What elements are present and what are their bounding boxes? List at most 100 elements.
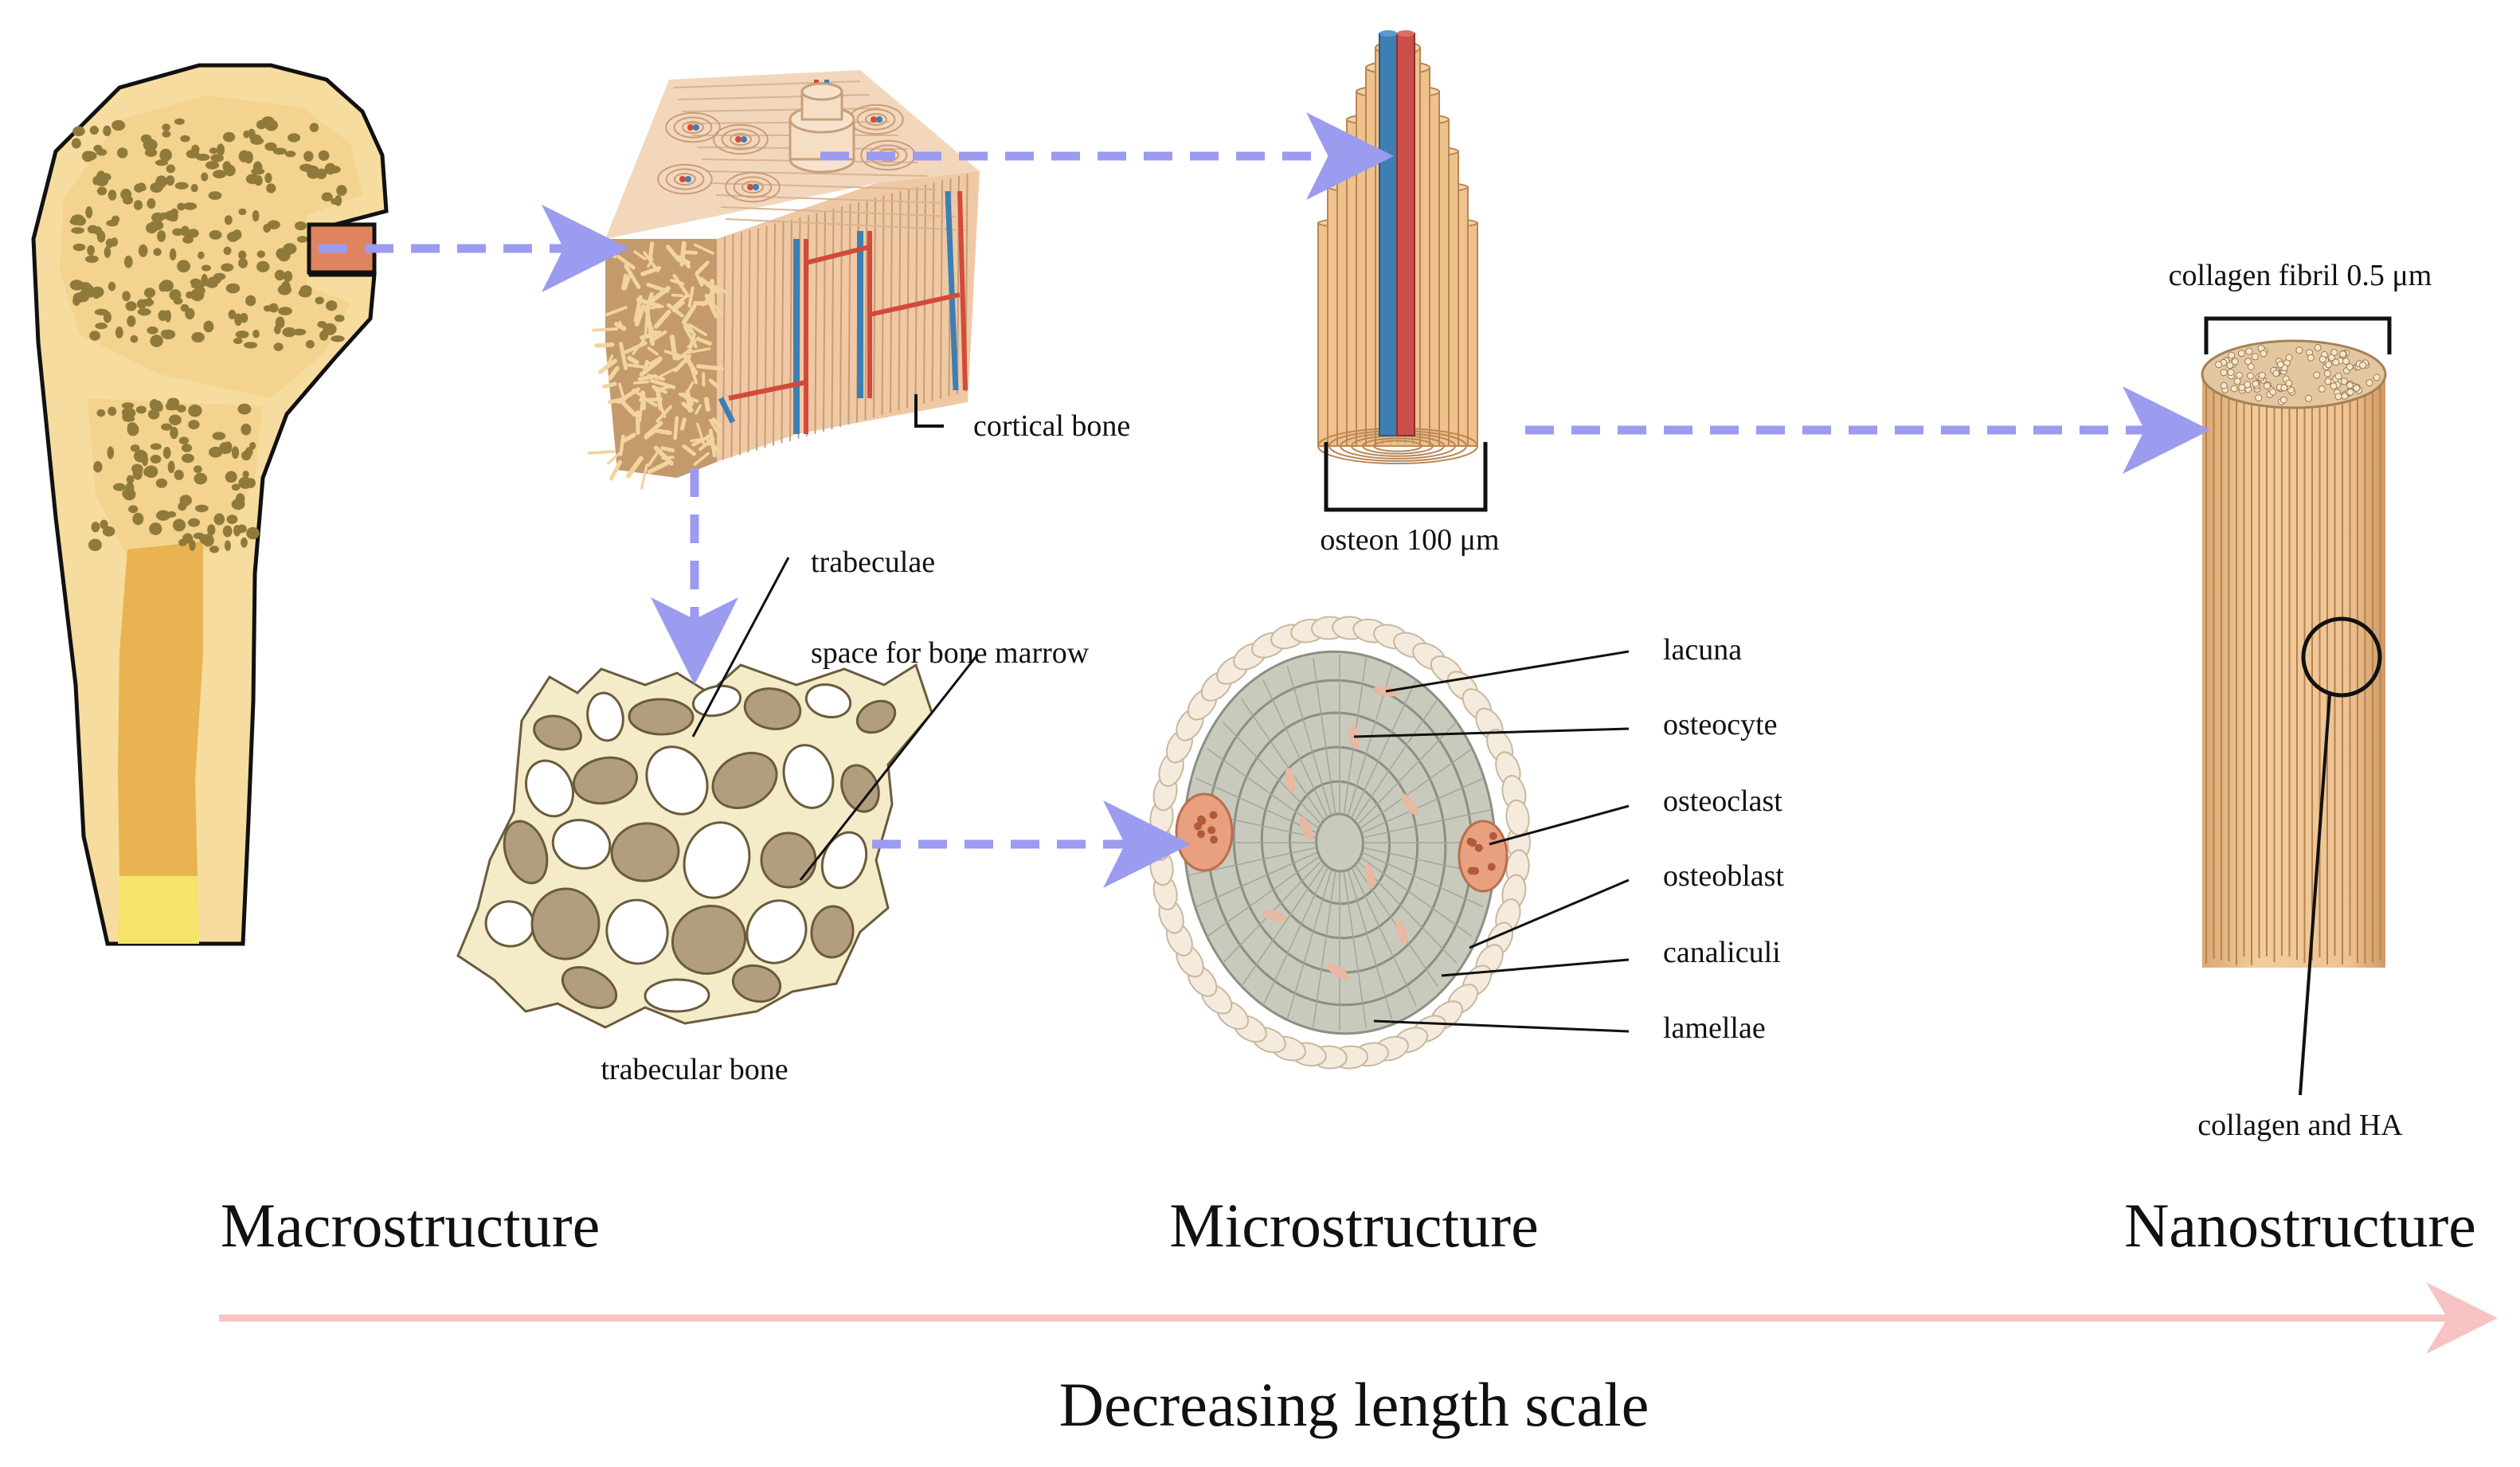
fibril-strand-end (2373, 374, 2381, 381)
cortical-lamella-line (890, 193, 893, 413)
osteon-haversian-vessels (1379, 30, 1415, 436)
femur-pore (331, 335, 345, 342)
femur-pore (209, 446, 223, 458)
trabecular-hole (605, 898, 669, 965)
femur-pore (115, 327, 123, 338)
trabecular-hole (743, 687, 802, 730)
trabecular-hole (533, 714, 582, 751)
cortical-lamella-line (839, 206, 843, 428)
canaliculi-label: canaliculi (1663, 936, 1781, 969)
lacuna-cell (1262, 910, 1287, 922)
mesh-strut (612, 241, 618, 259)
osteoblast-label: osteoblast (1663, 859, 1784, 893)
mesh-strut (646, 283, 670, 293)
mesh-strut (592, 327, 619, 332)
cortical-bone-block: cortical bone (587, 70, 1130, 490)
mesh-strut (693, 452, 710, 466)
trabecular-hole (683, 821, 751, 899)
fibril-strand-end (2346, 363, 2354, 371)
fibril-strand-end (2339, 350, 2347, 358)
femur-pore (244, 151, 253, 164)
femur-pore (296, 236, 308, 243)
trabecular-hole (644, 978, 710, 1013)
mesh-strut (693, 243, 714, 255)
femur-pore (209, 546, 219, 554)
cortical-vessels (718, 80, 968, 434)
mesh-strut (679, 241, 687, 267)
femur-pore (252, 209, 260, 222)
femur-pore (150, 443, 162, 450)
femur-pore (130, 334, 139, 343)
fibril-strand-end (2279, 396, 2287, 404)
marrow-space-leader (799, 656, 977, 881)
fibril-strand-end (2334, 393, 2342, 401)
femur-pore (155, 478, 168, 488)
femur-pore (254, 175, 263, 186)
femur-pore (103, 125, 112, 137)
lamella-radial (1207, 748, 1320, 829)
cortical-lamella-line (773, 223, 776, 446)
mesh-strut (653, 309, 671, 329)
osteon-ring (682, 121, 704, 134)
osteoclast-nuclei (1194, 811, 1497, 875)
femur-pore (112, 119, 126, 131)
cortical-top-line (706, 170, 928, 177)
osteon-vessel-dot (693, 124, 699, 131)
cortical-top-line (725, 218, 966, 231)
femur-pore (201, 273, 208, 287)
lacuna-cell (1364, 863, 1375, 889)
femur-pore (188, 420, 200, 430)
fibril-strand-end (2233, 378, 2241, 385)
mesh-strut (688, 323, 707, 337)
lacuna-cell (1327, 963, 1349, 980)
femur-pore (169, 289, 182, 301)
femur-pore (303, 151, 314, 162)
femur-pore (89, 125, 99, 135)
femur-pore (182, 202, 198, 210)
osteon-ring (713, 123, 769, 155)
femur-pore (186, 291, 194, 299)
femur-pore (178, 502, 187, 511)
cortical-bone-leader (914, 394, 944, 428)
femur-pore (213, 513, 225, 526)
mesh-strut (672, 301, 685, 312)
femur-pore (203, 320, 214, 333)
femur-pore (336, 185, 347, 196)
femur-pore (89, 331, 101, 341)
femur-pore (209, 230, 222, 240)
femur-pore (187, 229, 199, 238)
femur-pore (326, 300, 338, 311)
cortical-top-line (687, 121, 890, 124)
femur-pore (213, 170, 226, 179)
lamella-ring (1315, 812, 1364, 873)
osteoclast-nucleus (1210, 835, 1219, 844)
mesh-strut (673, 416, 679, 440)
mesh-strut (645, 307, 652, 327)
osteon-ring (730, 133, 752, 146)
mesh-strut (660, 446, 675, 452)
lamella-radial (1262, 867, 1328, 1006)
femur-pore (108, 406, 117, 417)
osteoclast-nucleus (1197, 830, 1205, 839)
femur-pore (323, 323, 337, 335)
femur-pore (174, 118, 185, 125)
fibril-strand-end (2272, 370, 2280, 378)
fibril-strand-end (2295, 346, 2303, 354)
mesh-strut (687, 286, 695, 308)
femur-pore (144, 148, 158, 157)
osteocyte-label: osteocyte (1663, 708, 1778, 741)
femur-pore (195, 153, 210, 161)
trabecular-bone-illustration: trabeculae space for bone marrow trabecu… (456, 546, 1090, 1086)
femur-pore (158, 310, 168, 321)
femur-pore (233, 338, 243, 345)
femur-pore (155, 159, 169, 166)
lamellae-label: lamellae (1663, 1011, 1766, 1045)
trabecular-mesh (587, 241, 728, 490)
femur-pore (138, 244, 148, 257)
mesh-strut (618, 397, 637, 417)
femur-pore (149, 220, 164, 231)
osteon-vessel-dot (735, 136, 742, 143)
cortical-lamella-line (931, 182, 935, 401)
femur-pore (238, 257, 248, 268)
